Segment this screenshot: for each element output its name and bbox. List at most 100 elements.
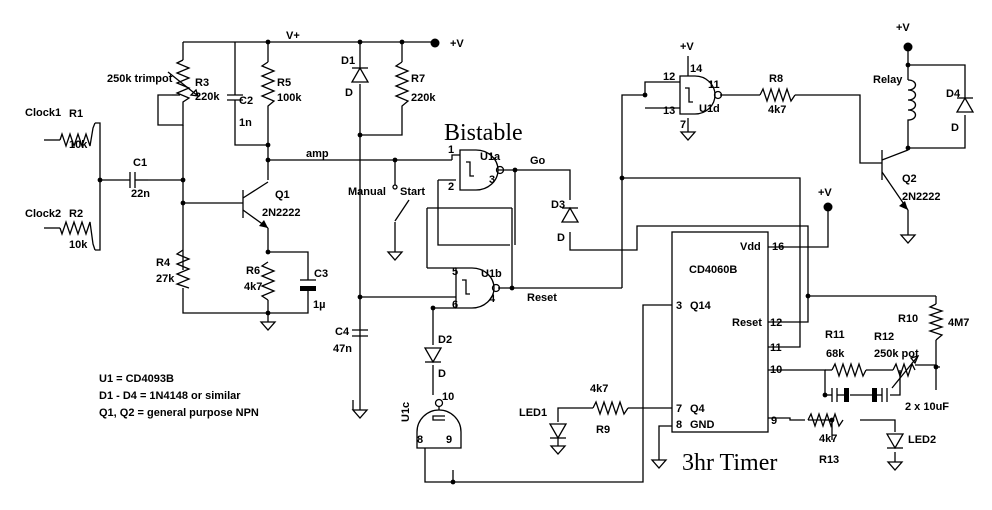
resistor-r5 <box>260 61 276 115</box>
u1a-ref: U1a <box>480 151 501 163</box>
resistor-r1 <box>59 122 96 149</box>
r4-ref: R4 <box>156 257 171 269</box>
u1b-pin6: 6 <box>452 299 458 311</box>
capacitor-c2 <box>227 94 243 112</box>
c4-value: 47n <box>333 343 352 355</box>
gate-u1c <box>416 398 462 449</box>
u1b-ref: U1b <box>481 268 502 280</box>
gate-u1b <box>455 267 501 309</box>
u1a-pin3: 3 <box>489 174 495 186</box>
q2-value: 2N2222 <box>902 191 941 203</box>
u1b-pin5: 5 <box>452 266 458 278</box>
led1-label: LED1 <box>519 407 547 419</box>
c1-value: 22n <box>131 188 150 200</box>
r9-ref: R9 <box>596 424 610 436</box>
u1d-pin14: 14 <box>690 63 703 75</box>
d3-ref: D3 <box>551 199 565 211</box>
r3-value: 220k <box>195 91 220 103</box>
resistors <box>59 59 945 429</box>
c1-ref: C1 <box>133 157 147 169</box>
amp-net-label: amp <box>306 148 329 160</box>
c4-ref: C4 <box>335 326 350 338</box>
led1-icon <box>548 423 568 446</box>
bistable-heading: Bistable <box>444 120 523 146</box>
ic-vdd-label: Vdd <box>740 241 761 253</box>
u1c-pin8: 8 <box>417 434 423 446</box>
resistor-r7 <box>394 61 410 115</box>
q1-ref: Q1 <box>275 189 290 201</box>
d2-value: D <box>438 368 446 380</box>
u1d-pin7: 7 <box>680 119 686 131</box>
junctions <box>97 39 939 485</box>
resistor-r2 <box>59 219 96 251</box>
ground-icon <box>650 459 668 469</box>
start-switch <box>392 184 410 222</box>
ic-pin11: 11 <box>770 342 782 354</box>
q2-ref: Q2 <box>902 173 917 185</box>
q1-value: 2N2222 <box>262 207 301 219</box>
ground-icon <box>679 131 697 141</box>
r7-ref: R7 <box>411 73 425 85</box>
r11-ref: R11 <box>825 329 845 341</box>
d1-ref: D1 <box>341 55 355 67</box>
clock2-label: Clock2 <box>25 208 61 220</box>
ic-gnd-pin: 8 <box>676 419 682 431</box>
diode-d4 <box>955 85 975 113</box>
diode-d2 <box>423 347 443 364</box>
transistor-q1 <box>242 181 269 229</box>
diode-d3 <box>560 206 580 223</box>
d4-ref: D4 <box>946 88 961 100</box>
diodes <box>350 62 975 450</box>
r6-value: 4k7 <box>244 281 262 293</box>
u1b-pin4: 4 <box>489 293 496 305</box>
timer-heading: 3hr Timer <box>682 450 777 476</box>
r2-ref: R2 <box>69 208 83 220</box>
relay-vplus-label: +V <box>896 22 910 34</box>
r13-ref: R13 <box>819 454 839 466</box>
r3-note: 250k trimpot <box>107 73 173 85</box>
u1d-ref: U1d <box>699 103 720 115</box>
ic-vdd-pin: 16 <box>772 241 784 253</box>
led2-icon <box>885 433 905 450</box>
ic-reset-pin: 12 <box>770 317 782 329</box>
ic-vplus-label: +V <box>818 187 832 199</box>
r10-ref: R10 <box>898 313 918 325</box>
resistor-r9 <box>592 399 629 417</box>
ic-reset-label: Reset <box>732 317 762 329</box>
vplus-rail-label: V+ <box>286 30 300 42</box>
ic-cd4060b <box>671 231 769 433</box>
note-line: D1 - D4 = 1N4148 or similar <box>99 390 241 402</box>
r10-value: 4M7 <box>948 317 969 329</box>
resistor-r11 <box>831 361 867 379</box>
relay-vplus-terminal <box>903 42 913 52</box>
d4-value: D <box>951 122 959 134</box>
led2-label: LED2 <box>908 434 936 446</box>
u1a-pin1: 1 <box>448 144 454 156</box>
relay-label: Relay <box>873 74 903 86</box>
ic-q14-label: Q14 <box>690 300 712 312</box>
c2-ref: C2 <box>239 95 253 107</box>
d3-value: D <box>557 232 565 244</box>
resistor-r10 <box>927 303 945 341</box>
resistor-r4 <box>175 249 191 289</box>
c3-value: 1µ <box>313 299 325 311</box>
r8-value: 4k7 <box>768 104 786 116</box>
r1-value: 10k <box>69 139 88 151</box>
clock1-label: Clock1 <box>25 107 61 119</box>
r3-ref: R3 <box>195 77 209 89</box>
capacitor-c1 <box>129 172 148 188</box>
ic-pin10: 10 <box>770 364 782 376</box>
ic-gnd-label: GND <box>690 419 715 431</box>
ic-pin9: 9 <box>771 415 777 427</box>
c3-ref: C3 <box>314 268 328 280</box>
transistor-q2 <box>881 149 909 211</box>
r5-ref: R5 <box>277 77 291 89</box>
r4-value: 27k <box>156 273 175 285</box>
u1a-pin2: 2 <box>448 181 454 193</box>
r11-value: 68k <box>826 348 845 360</box>
ic-q14-pin: 3 <box>676 300 682 312</box>
r1-ref: R1 <box>69 108 83 120</box>
r12-ref: R12 <box>874 331 894 343</box>
c2-value: 1n <box>239 117 252 129</box>
